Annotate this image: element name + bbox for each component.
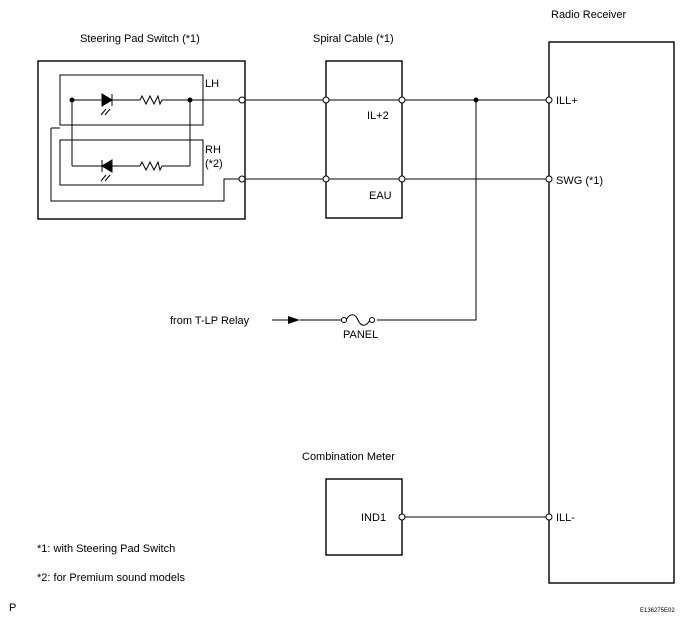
pin-ill-plus-label: ILL+	[556, 95, 578, 107]
connector-pin	[322, 96, 330, 104]
lh-label: LH	[205, 78, 219, 90]
rh-note-label: (*2)	[205, 158, 223, 170]
radio-receiver-box	[548, 41, 675, 584]
rh-resistor-icon	[139, 160, 163, 172]
connector-pin	[238, 175, 246, 183]
pin-swg-label: SWG (*1)	[556, 175, 603, 187]
radio-receiver-title: Radio Receiver	[551, 9, 627, 21]
arrow-right-icon	[288, 316, 300, 324]
connector-pin	[398, 513, 406, 521]
connector-pin	[238, 96, 246, 104]
spiral-cable-title: Spiral Cable (*1)	[313, 33, 394, 45]
pin-ind1-label: IND1	[361, 512, 386, 524]
steering-pad-switch-title: Steering Pad Switch (*1)	[80, 33, 200, 45]
note-1: *1: with Steering Pad Switch	[37, 543, 175, 555]
corner-left-label: P	[9, 602, 16, 614]
lh-led-icon	[100, 93, 113, 116]
pin-il2-label: IL+2	[367, 110, 389, 122]
panel-fuse-icon	[345, 314, 371, 326]
steering-pad-switch-box	[37, 60, 246, 220]
connector-pin	[398, 96, 406, 104]
connector-pin	[545, 513, 553, 521]
rh-label: RH	[205, 144, 221, 156]
pin-ill-minus-label: ILL-	[556, 512, 575, 524]
rh-switch-box	[59, 139, 204, 186]
connector-pin	[545, 96, 553, 104]
connector-pin	[322, 175, 330, 183]
pin-eau-label: EAU	[369, 190, 392, 202]
rh-led-icon	[100, 159, 113, 182]
fuse-panel-label: PANEL	[343, 329, 378, 341]
combination-meter-title: Combination Meter	[302, 451, 395, 463]
lh-resistor-icon	[139, 94, 163, 106]
supply-source-label: from T-LP Relay	[170, 315, 250, 327]
spiral-cable-box	[325, 60, 403, 219]
corner-right-label: E136275E02	[640, 608, 675, 614]
note-2: *2: for Premium sound models	[37, 572, 185, 584]
connector-pin	[545, 175, 553, 183]
connector-pin	[398, 175, 406, 183]
